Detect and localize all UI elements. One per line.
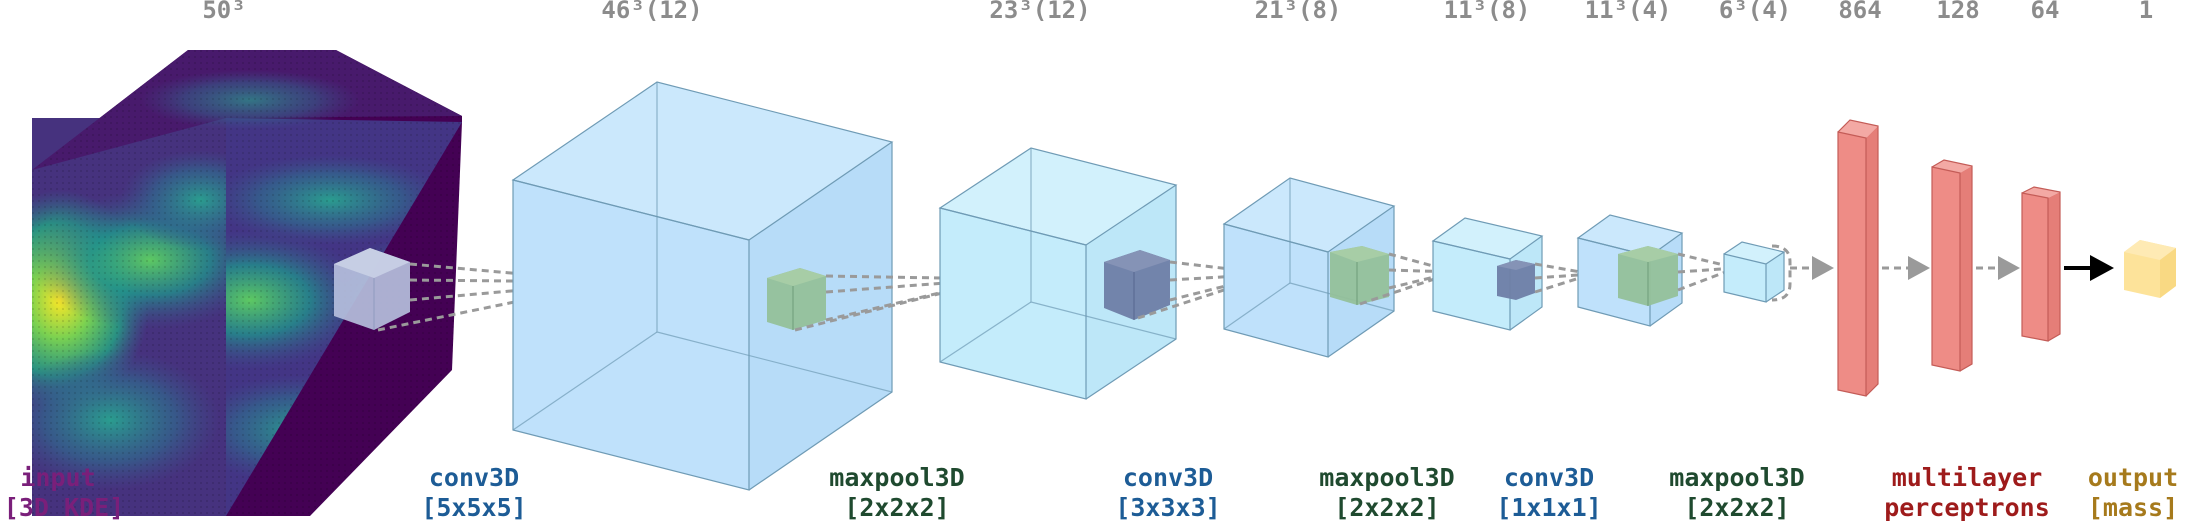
conv3-kernel-cube: [1618, 246, 1678, 306]
size-conv1: 46³(12): [601, 0, 702, 24]
label-conv2-line2: [3x3x3]: [1115, 493, 1220, 522]
size-pool1: 23³(12): [989, 0, 1090, 24]
size-output: 1: [2139, 0, 2153, 24]
conv2-kernel-cube: [1330, 246, 1389, 305]
size-mlp-864: 864: [1838, 0, 1881, 24]
pool3-feature-cube: [1723, 241, 1786, 303]
label-pool3-line2: [2x2x2]: [1684, 493, 1789, 522]
label-input-line2: [3D KDE]: [4, 493, 124, 522]
label-conv3-line1: conv3D: [1504, 463, 1594, 492]
layer-type-labels: input [3D KDE] conv3D [5x5x5] maxpool3D …: [4, 463, 2178, 522]
layer-size-labels: 50³ 46³(12) 23³(12) 21³(8) 11³(8) 11³(4)…: [202, 0, 2153, 24]
pool2-feature-cube: [1431, 217, 1544, 331]
mlp-bar-128: [1931, 159, 1973, 372]
size-mlp-128: 128: [1936, 0, 1979, 24]
size-conv3: 11³(4): [1585, 0, 1672, 24]
label-pool2-line1: maxpool3D: [1319, 463, 1454, 492]
size-input: 50³: [202, 0, 245, 24]
size-pool2: 11³(8): [1444, 0, 1531, 24]
pool1-kernel-cube: [1104, 250, 1170, 320]
label-output-line1: output: [2088, 463, 2178, 492]
arrow-to-output: [2064, 255, 2114, 281]
flatten-connector: [1771, 244, 1834, 302]
size-mlp-64: 64: [2031, 0, 2060, 24]
output-mass-cube: [2124, 240, 2176, 298]
input-kde-cube: [32, 50, 462, 516]
label-mlp-line2: perceptrons: [1884, 493, 2050, 522]
label-conv2-line1: conv3D: [1123, 463, 1213, 492]
conv1-kernel-cube: [767, 268, 826, 330]
label-conv1-line1: conv3D: [429, 463, 519, 492]
mlp-bar-64: [2021, 186, 2061, 342]
label-pool3-line1: maxpool3D: [1669, 463, 1804, 492]
mlp-arrow-2: [1976, 256, 2020, 280]
label-input-line1: input: [20, 463, 95, 492]
pool2-kernel-cube: [1497, 260, 1535, 300]
label-conv3-line2: [1x1x1]: [1496, 493, 1601, 522]
projection-conv2-pool2: [1359, 252, 1456, 306]
conv2-feature-cube: [1222, 177, 1396, 358]
conv3-feature-cube: [1576, 214, 1684, 327]
mlp-bar-864: [1837, 119, 1879, 397]
size-pool3: 6³(4): [1719, 0, 1791, 24]
pool1-feature-cube: [938, 147, 1178, 400]
conv1-feature-cube: [511, 81, 894, 491]
label-output-line2: [mass]: [2088, 493, 2178, 522]
arrow-to-mlp1: [1812, 256, 1834, 280]
mlp-arrow-1: [1882, 256, 1930, 280]
label-mlp-line1: multilayer: [1892, 463, 2043, 492]
label-pool2-line2: [2x2x2]: [1334, 493, 1439, 522]
size-conv2: 21³(8): [1255, 0, 1342, 24]
label-conv1-line2: [5x5x5]: [421, 493, 526, 522]
label-pool1-line2: [2x2x2]: [844, 493, 949, 522]
input-kernel-cube: [334, 248, 410, 330]
label-pool1-line1: maxpool3D: [829, 463, 964, 492]
